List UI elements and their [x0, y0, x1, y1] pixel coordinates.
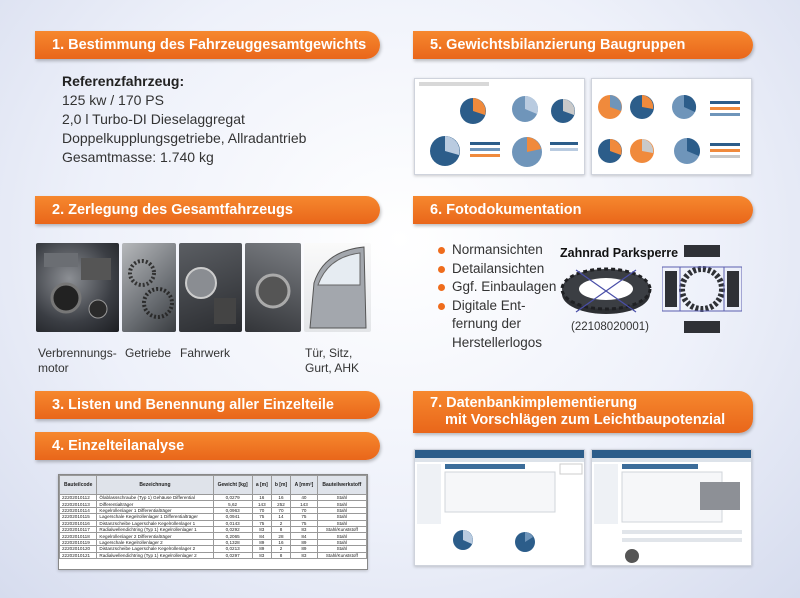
- reference-title: Referenzfahrzeug:: [62, 73, 185, 89]
- table-header: Bauteilcode: [59, 475, 98, 495]
- section-7-subtitle: mit Vorschlägen zum Leichtbaupotenzial: [445, 412, 726, 428]
- table-header: Bauteilwerkstoff: [316, 475, 367, 495]
- gearbox-photo: [122, 243, 176, 332]
- table-cell: 83: [251, 551, 272, 559]
- reference-line: Gesamtmasse: 1.740 kg: [62, 149, 214, 165]
- table-cell: Radialwellendichtring (Typ 1) Kegelrolle…: [96, 551, 214, 559]
- database-screenshot-1: [414, 449, 585, 566]
- chassis-caption: Fahrwerk: [180, 346, 231, 360]
- table-cell: Stahl/Kunststoff: [316, 551, 367, 559]
- section-5-header: 5. Gewichtsbilanzierung Baugruppen: [413, 31, 753, 59]
- table-cell: 252: [270, 500, 292, 508]
- part-number: (22108020001): [571, 321, 650, 333]
- reference-line: 125 kw / 170 PS: [62, 92, 164, 108]
- door-photo: [304, 243, 371, 332]
- table-header: a [m]: [251, 475, 272, 495]
- table-cell: 0,0297: [212, 551, 253, 559]
- bullet-item: Normansichten: [438, 241, 556, 260]
- gear-views: [662, 243, 742, 336]
- database-screenshot-2: [591, 449, 752, 566]
- table-cell: Lagerschale Kegelrollenlager 1 Different…: [96, 513, 214, 521]
- gearbox-caption: Getriebe: [125, 346, 172, 360]
- section-7-header: 7. Datenbankimplementierung mit Vorschlä…: [413, 391, 753, 433]
- photo-doc-bullets: Normansichten Detailansichten Ggf. Einba…: [438, 241, 556, 352]
- reference-line: 2,0 l Turbo-DI Dieselaggregat: [62, 111, 245, 127]
- table-header: Bezeichnung: [96, 475, 214, 495]
- section-1-header: 1. Bestimmung des Fahrzeuggesamtgewichts: [35, 31, 380, 59]
- reference-line: Doppelkupplungsgetriebe, Allradantrieb: [62, 130, 307, 146]
- bullet-item: Ggf. Einbaulagen: [438, 278, 556, 297]
- engine-caption: Verbrennungs-motor: [38, 346, 117, 375]
- section-3-header: 3. Listen und Benennung aller Einzelteil…: [35, 391, 380, 419]
- section-4-header: 4. Einzelteilanalyse: [35, 432, 380, 460]
- weight-balance-pies-1: [419, 82, 578, 167]
- table-cell: 8: [270, 551, 292, 559]
- door-caption: Tür, Sitz,Gurt, AHK: [305, 346, 360, 375]
- bullet-item: Detailansichten: [438, 260, 556, 279]
- bullet-item-continued: fernung der: [452, 316, 522, 331]
- table-cell: 0,0279: [212, 493, 253, 502]
- table-header: Gewicht [kg]: [212, 475, 253, 495]
- reference-vehicle: Referenzfahrzeug: 125 kw / 170 PS 2,0 l …: [62, 72, 306, 167]
- section-7-title: 7. Datenbankimplementierung: [430, 395, 638, 411]
- section-6-header: 6. Fotodokumentation: [413, 196, 753, 224]
- table-header: b [m]: [270, 475, 292, 495]
- table-cell: 83: [290, 551, 318, 559]
- chassis-photo: [179, 243, 242, 332]
- bullet-item: Digitale Ent-: [438, 297, 556, 316]
- weight-balance-chart-2: [591, 78, 752, 175]
- table-cell: 22202010112: [59, 493, 98, 502]
- table-cell: Stahl: [316, 500, 367, 508]
- chassis-photo-2: [245, 243, 301, 332]
- table-cell: Stahl: [316, 493, 367, 502]
- part-title: Zahnrad Parksperre: [560, 246, 679, 260]
- table-cell: 22202010113: [59, 500, 98, 508]
- gear-photo: [560, 267, 652, 314]
- section-2-header: 2. Zerlegung des Gesamtfahrzeugs: [35, 196, 380, 224]
- weight-balance-pies-2: [598, 94, 740, 164]
- engine-photo: [36, 243, 119, 332]
- table-cell: 16: [270, 493, 292, 502]
- table-cell: Radialwellendichtring (Typ 1) Kegelrolle…: [96, 525, 214, 534]
- table-cell: 22202010121: [59, 551, 98, 559]
- bullet-item-continued: Herstellerlogos: [452, 334, 543, 350]
- table-header: A [mm²]: [290, 475, 318, 495]
- table-cell: 5,62: [212, 500, 253, 508]
- weight-balance-chart-1: [414, 78, 585, 175]
- part-analysis-table: Bauteilcode Bezeichnung Gewicht [kg] a […: [58, 474, 368, 570]
